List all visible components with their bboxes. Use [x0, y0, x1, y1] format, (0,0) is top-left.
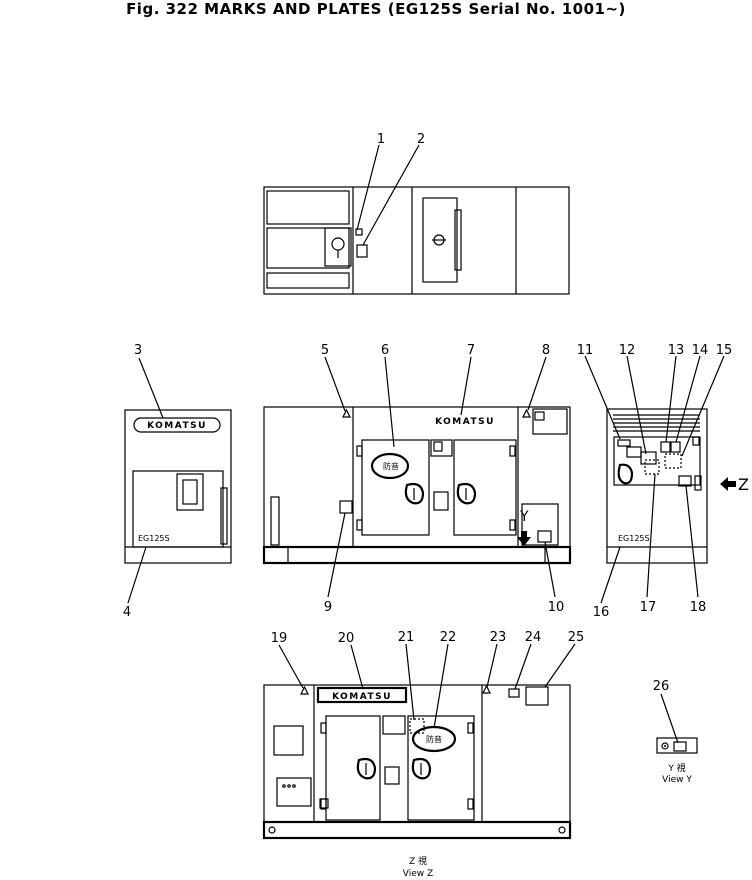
callout-10: 10	[548, 600, 565, 615]
view-y-detail	[656, 737, 698, 754]
view-y-caption-english: View Y	[662, 775, 692, 785]
view-z-caption-kanji: Z 視	[409, 855, 427, 867]
callout-18: 18	[690, 600, 707, 615]
callout-16: 16	[593, 605, 610, 620]
callout-26: 26	[653, 679, 670, 694]
leader-lines	[127, 144, 725, 744]
callout-13: 13	[668, 343, 685, 358]
callout-21: 21	[398, 630, 415, 645]
right-end-view: EG125S Z	[606, 408, 749, 564]
view-y-arrow-label: Y	[519, 509, 529, 525]
callout-12: 12	[619, 343, 636, 358]
front-side-view: KOMATSU 防音 Y	[262, 406, 572, 565]
model-plate-left: EG125S	[138, 534, 170, 543]
callout-17: 17	[640, 600, 657, 615]
brand-plate-left: KOMATSU	[147, 421, 207, 431]
left-end-view: KOMATSU EG125S	[124, 409, 232, 564]
callout-3: 3	[134, 343, 142, 358]
brand-plate-front: KOMATSU	[435, 417, 495, 427]
callout-20: 20	[338, 631, 355, 646]
callout-7: 7	[467, 343, 475, 358]
callout-6: 6	[381, 343, 389, 358]
callout-25: 25	[568, 630, 585, 645]
callout-4: 4	[123, 605, 131, 620]
callout-22: 22	[440, 630, 457, 645]
view-z-arrow-label: Z	[738, 475, 749, 494]
callout-15: 15	[716, 343, 733, 358]
callout-23: 23	[490, 630, 507, 645]
callout-8: 8	[542, 343, 550, 358]
callout-1: 1	[377, 132, 385, 147]
view-captions: Y 視 View Y Z 視 View Z	[403, 762, 693, 879]
view-z-caption-english: View Z	[403, 869, 433, 879]
model-plate-right: EG125S	[618, 534, 650, 543]
view-z-drawing: KOMATSU 防音	[262, 684, 572, 840]
callout-11: 11	[577, 343, 594, 358]
callout-19: 19	[271, 631, 288, 646]
view-y-caption-kanji: Y 視	[667, 762, 685, 774]
callout-5: 5	[321, 343, 329, 358]
figure-title: Fig. 322 MARKS AND PLATES (EG125S Serial…	[126, 0, 626, 18]
callout-24: 24	[525, 630, 542, 645]
callout-numbers: 1 2 3 4 5 6 7 8 9 10 11 12 13 14 15 16 1…	[123, 132, 732, 694]
callout-14: 14	[692, 343, 709, 358]
warning-plate-front: 防音	[383, 461, 399, 471]
callout-2: 2	[417, 132, 425, 147]
callout-9: 9	[324, 600, 332, 615]
top-view	[263, 186, 570, 295]
warning-plate-rear: 防音	[426, 734, 442, 744]
brand-plate-rear: KOMATSU	[332, 692, 392, 702]
